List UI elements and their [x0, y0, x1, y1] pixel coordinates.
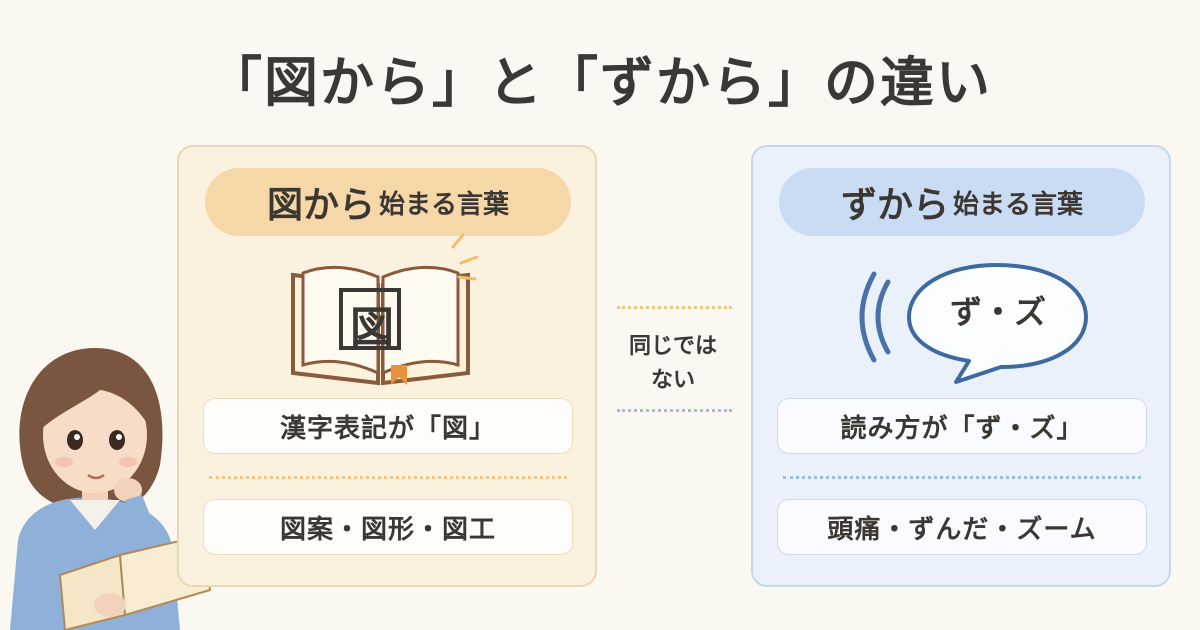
page-title: 「図から」と「ずから」の違い — [208, 51, 992, 114]
not-same-line2: ない — [650, 368, 695, 393]
kanji-rule-card: 漢字表記が「図」 — [203, 398, 573, 454]
reading-panel: ずから 始まる言葉 ず・ズ 読み方が「ず・ズ」 頭痛・ずんだ・ズーム — [751, 145, 1171, 587]
reading-heading-suffix: 始まる言葉 — [953, 189, 1084, 220]
sound-waves-icon — [859, 271, 891, 363]
middle-divider-top — [617, 306, 732, 309]
not-same-label: 同じでは ない — [600, 330, 746, 398]
kanji-heading-main: 図から — [266, 185, 375, 226]
reading-panel-heading: ずから 始まる言葉 — [779, 168, 1145, 236]
speech-bubble-icon — [907, 263, 1088, 384]
middle-divider-bottom — [617, 409, 732, 412]
book-glyph: 図 — [350, 303, 394, 354]
kanji-heading-suffix: 始まる言葉 — [379, 189, 510, 220]
open-book-icon — [291, 233, 479, 386]
reading-examples-card: 頭痛・ずんだ・ズーム — [777, 499, 1147, 555]
woman-reading-illustration — [10, 348, 212, 630]
not-same-line1: 同じでは — [628, 334, 717, 359]
reading-divider — [783, 476, 1141, 479]
kanji-panel-heading: 図から 始まる言葉 — [205, 168, 571, 236]
kanji-examples-card: 図案・図形・図工 — [203, 499, 573, 555]
reading-heading-main: ずから — [840, 185, 949, 226]
reading-rule-card: 読み方が「ず・ズ」 — [777, 398, 1147, 454]
kanji-divider — [209, 476, 567, 479]
bubble-text: ず・ズ — [949, 293, 1046, 331]
kanji-panel: 図から 始まる言葉 図 漢字表記が「図」 図案・図形・図工 — [177, 145, 597, 587]
